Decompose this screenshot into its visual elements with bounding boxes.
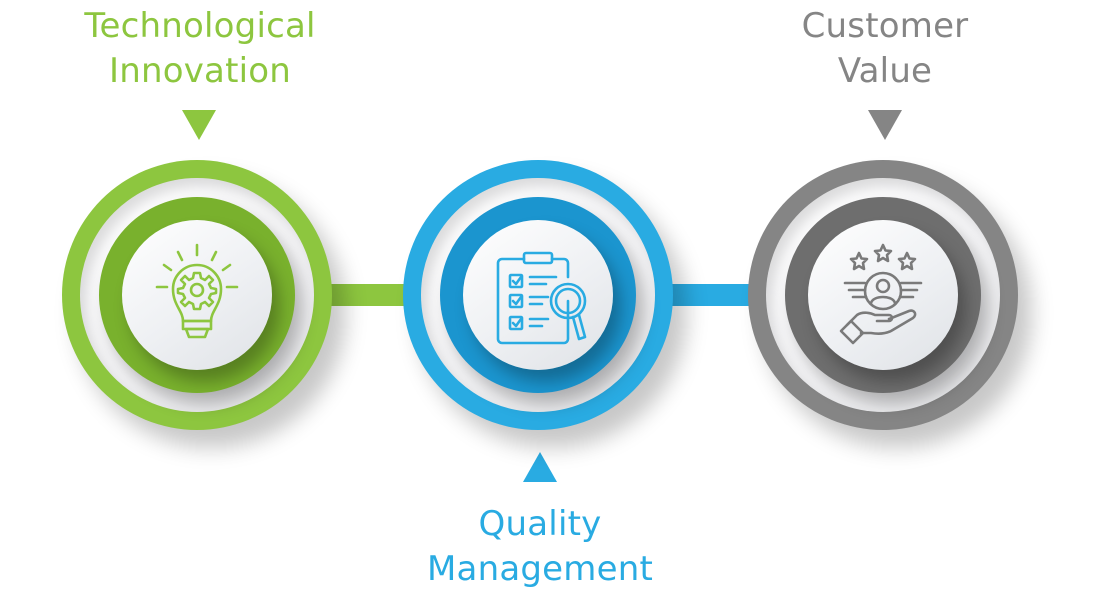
connector-blue (660, 284, 765, 306)
node-customer-value (748, 160, 1018, 430)
label-line-1: Quality (478, 504, 602, 544)
node-technological-innovation (62, 160, 332, 430)
down-arrow-icon (182, 110, 216, 140)
clipboard-magnifier-icon (478, 235, 598, 355)
label-line-1: Customer (801, 6, 969, 46)
up-arrow-icon (523, 452, 557, 482)
connector-green (320, 284, 420, 306)
hand-customer-stars-icon (823, 235, 943, 355)
label-technological-innovation: Technological Innovation (60, 4, 340, 94)
node-quality-management (403, 160, 673, 430)
label-line-2: Management (427, 549, 653, 589)
lightbulb-gear-icon (137, 235, 257, 355)
label-customer-value: Customer Value (760, 4, 1010, 94)
label-line-1: Technological (84, 6, 316, 46)
down-arrow-icon (868, 110, 902, 140)
label-line-2: Value (837, 51, 933, 91)
label-quality-management: Quality Management (400, 502, 680, 592)
icon-disc (463, 220, 613, 370)
label-line-2: Innovation (108, 51, 291, 91)
